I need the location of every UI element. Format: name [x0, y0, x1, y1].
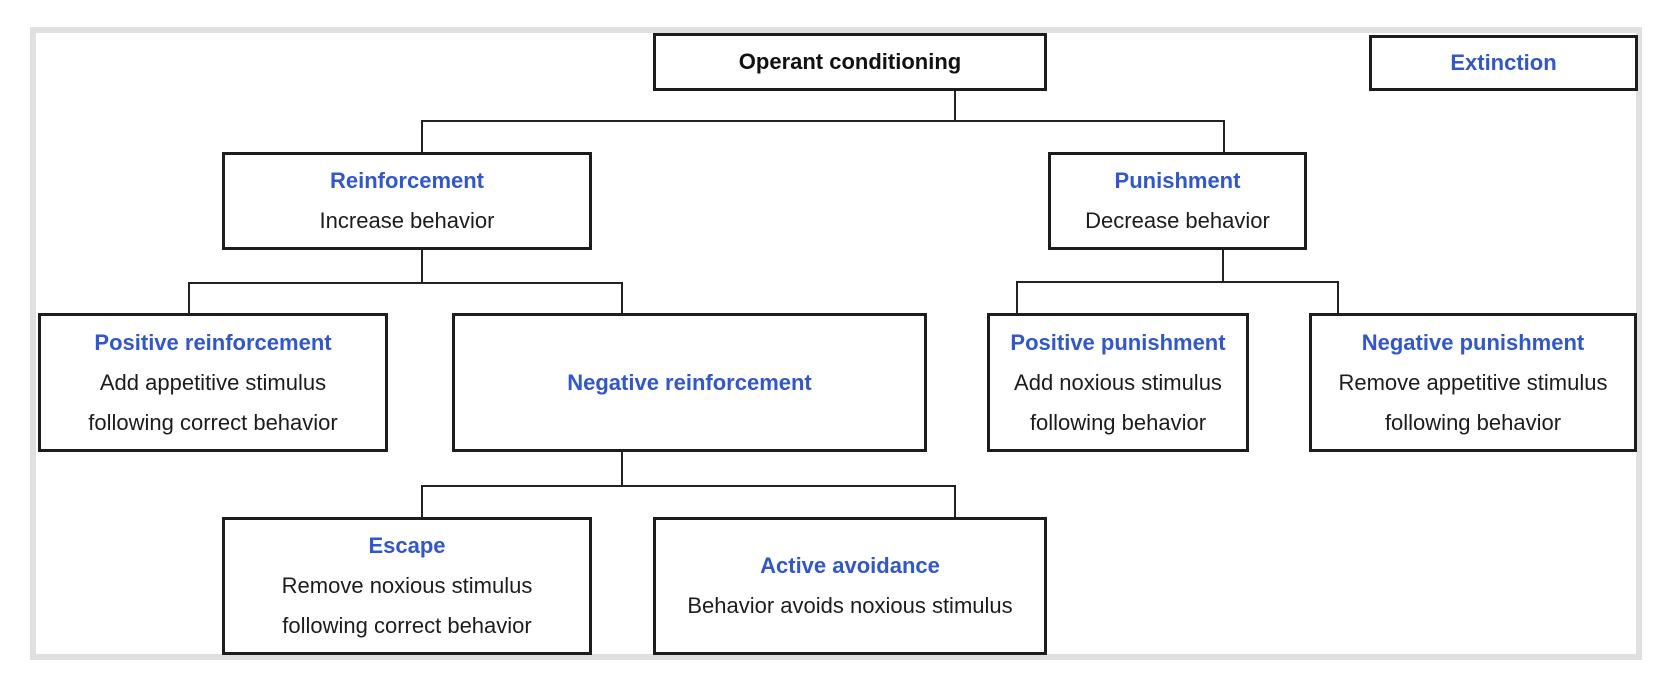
- node-escape: Escape Remove noxious stimulus following…: [222, 517, 592, 655]
- node-positive-punishment-desc2: following behavior: [1029, 409, 1207, 435]
- node-active-avoidance-desc: Behavior avoids noxious stimulus: [687, 593, 1013, 618]
- node-positive-punishment: Positive punishment Add noxious stimulus…: [987, 313, 1249, 452]
- node-punishment: Punishment Decrease behavior: [1048, 152, 1307, 250]
- node-reinforcement-title: Reinforcement: [329, 168, 485, 193]
- node-positive-reinforcement-desc1: Add appetitive stimulus: [99, 369, 327, 395]
- diagram-frame: [30, 27, 1642, 660]
- node-active-avoidance-title: Active avoidance: [760, 553, 940, 578]
- node-extinction: Extinction: [1369, 35, 1638, 91]
- node-operant-conditioning: Operant conditioning: [653, 33, 1047, 91]
- node-positive-reinforcement-title: Positive reinforcement: [94, 329, 332, 355]
- node-negative-punishment-desc2: following behavior: [1384, 409, 1562, 435]
- node-punishment-desc: Decrease behavior: [1085, 208, 1270, 233]
- node-active-avoidance: Active avoidance Behavior avoids noxious…: [653, 517, 1047, 655]
- node-escape-title: Escape: [368, 533, 446, 558]
- node-positive-reinforcement-desc2: following correct behavior: [88, 409, 338, 435]
- node-negative-reinforcement-title: Negative reinforcement: [567, 369, 812, 395]
- node-negative-reinforcement: Negative reinforcement: [452, 313, 927, 452]
- node-positive-punishment-desc1: Add noxious stimulus: [1014, 369, 1222, 395]
- node-reinforcement: Reinforcement Increase behavior: [222, 152, 592, 250]
- node-positive-punishment-title: Positive punishment: [1010, 329, 1226, 355]
- node-negative-punishment-desc1: Remove appetitive stimulus: [1338, 369, 1608, 395]
- node-negative-punishment-title: Negative punishment: [1361, 329, 1585, 355]
- node-escape-desc2: following correct behavior: [282, 613, 532, 638]
- node-negative-punishment: Negative punishment Remove appetitive st…: [1309, 313, 1637, 452]
- node-extinction-title: Extinction: [1450, 50, 1557, 75]
- node-reinforcement-desc: Increase behavior: [319, 208, 495, 233]
- node-escape-desc1: Remove noxious stimulus: [281, 573, 533, 598]
- node-positive-reinforcement: Positive reinforcement Add appetitive st…: [38, 313, 388, 452]
- node-operant-conditioning-title: Operant conditioning: [738, 49, 962, 74]
- node-punishment-title: Punishment: [1114, 168, 1241, 193]
